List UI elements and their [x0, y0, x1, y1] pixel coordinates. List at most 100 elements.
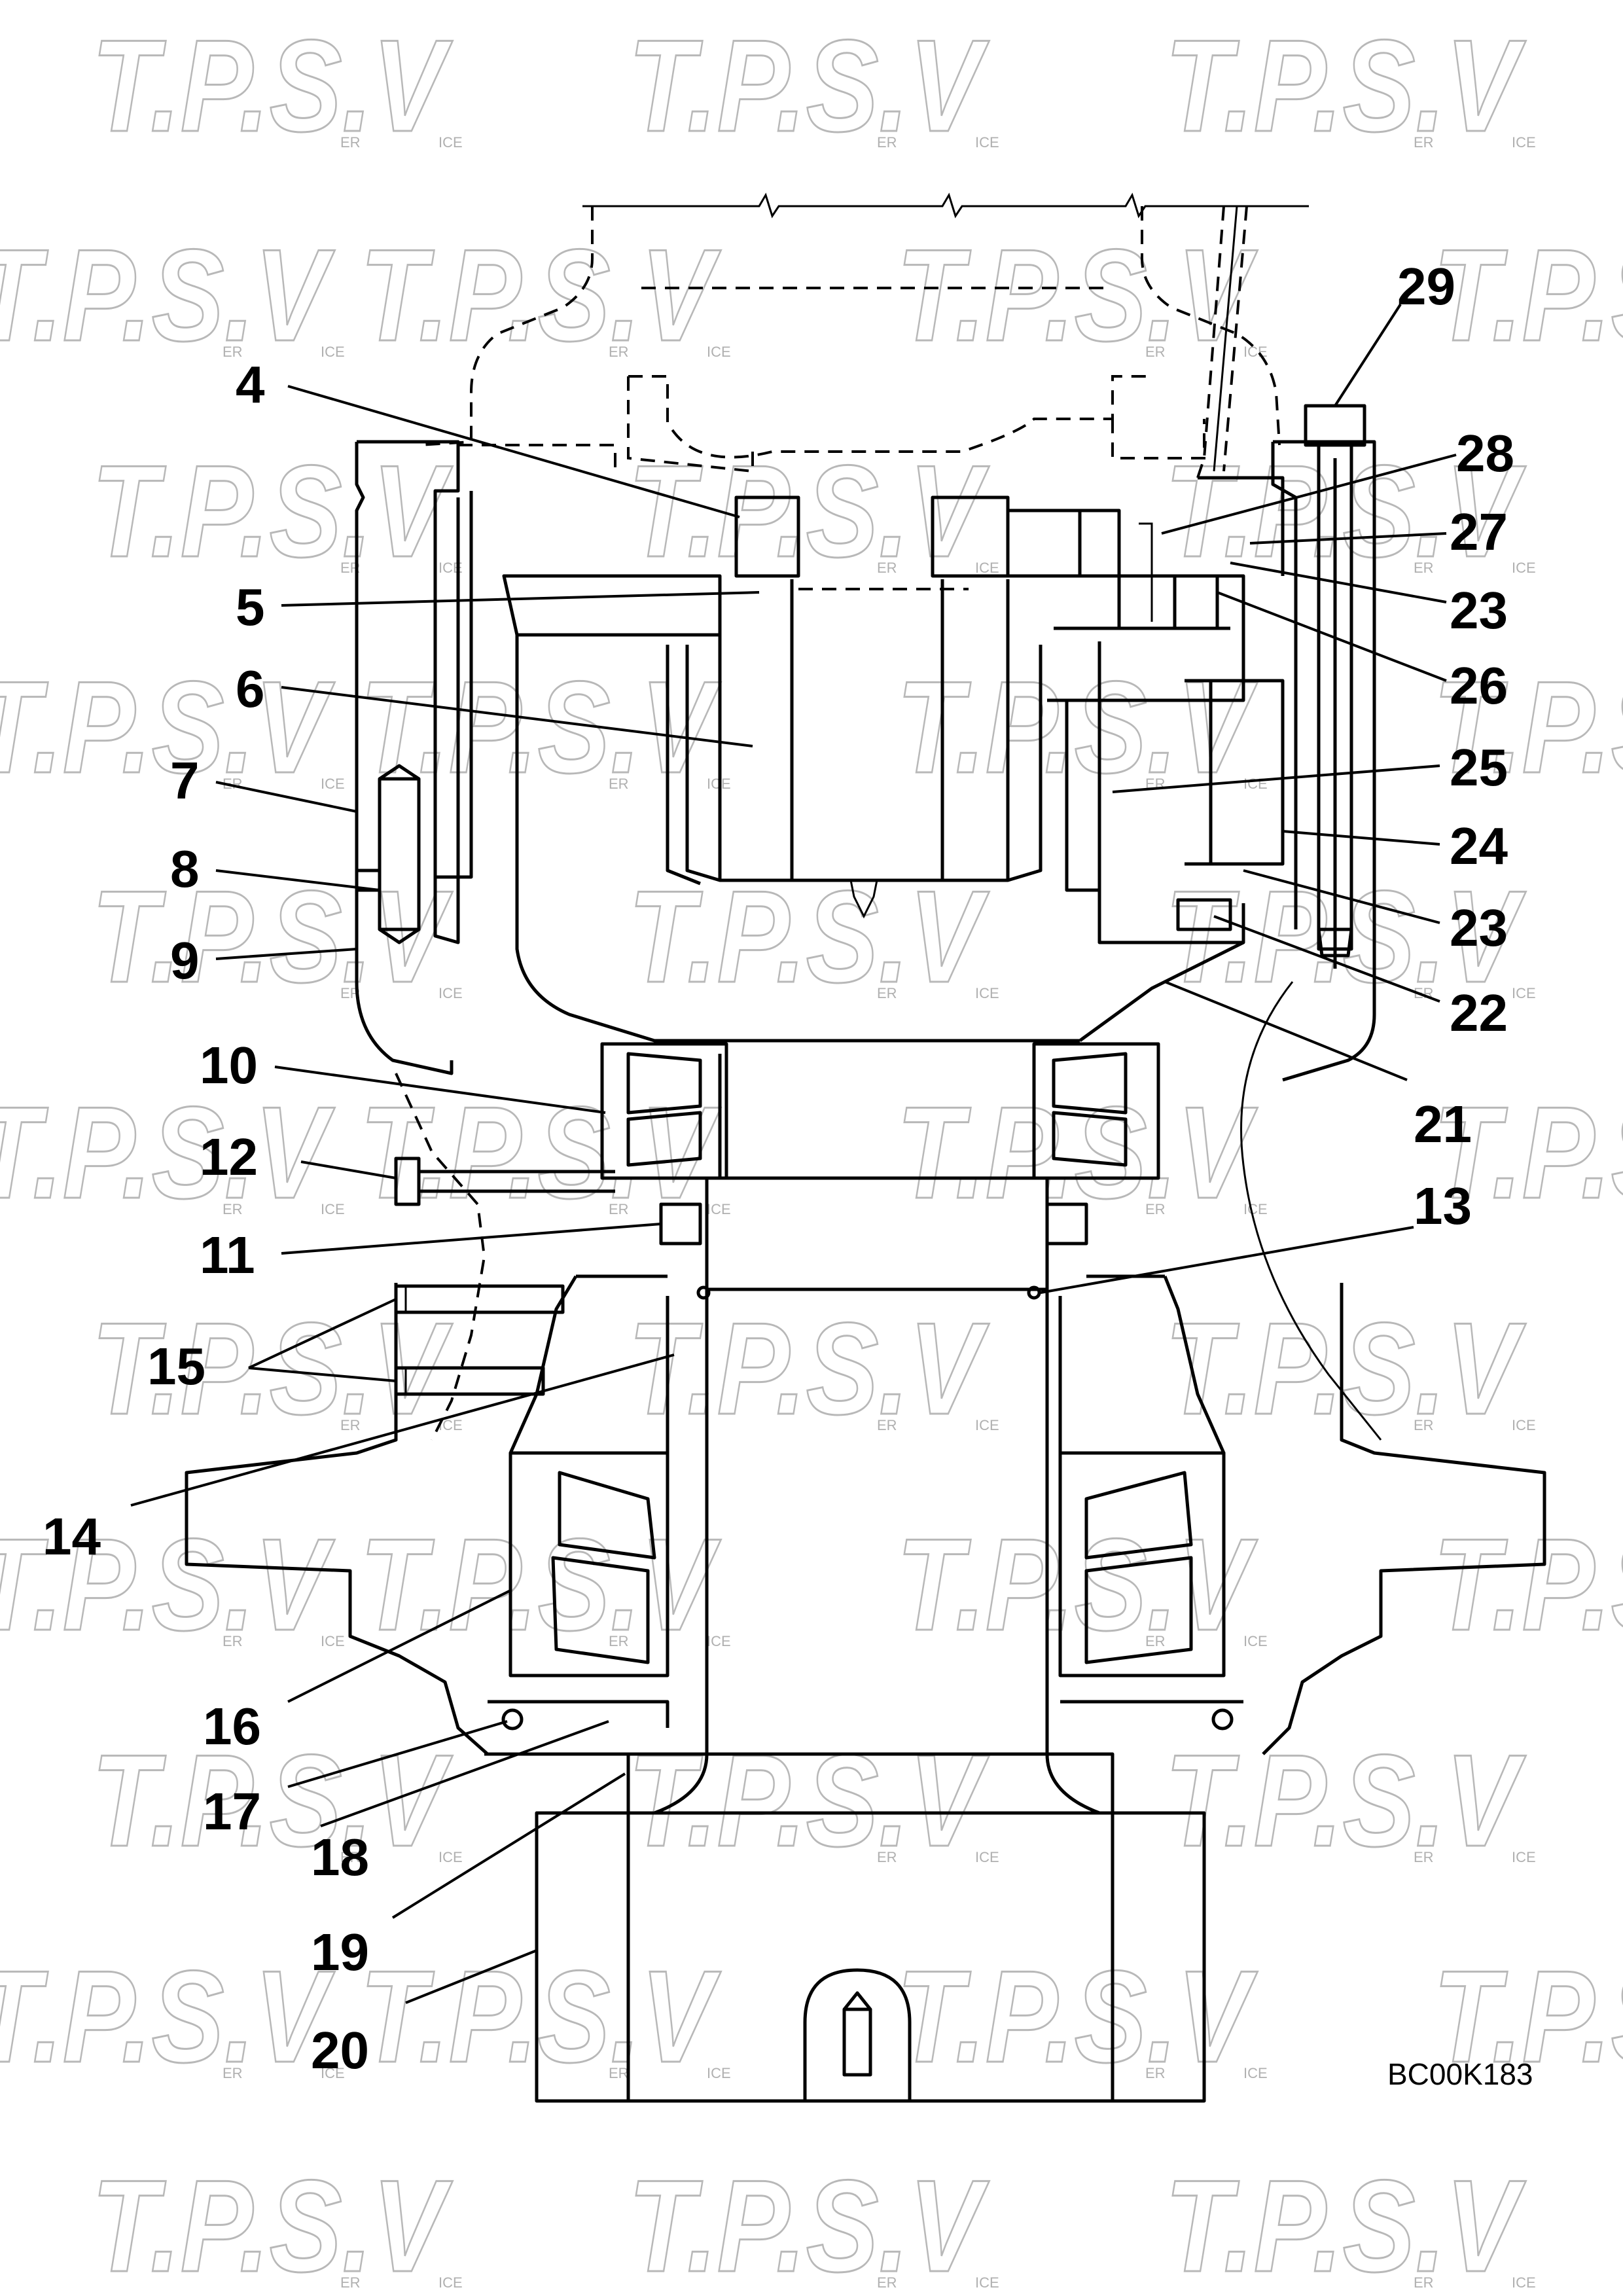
- watermark-logo: T.P.S.VER ICE: [628, 1295, 999, 1443]
- svg-text:ICE: ICE: [438, 985, 463, 1001]
- svg-text:ICE: ICE: [1512, 134, 1536, 151]
- svg-text:ICE: ICE: [321, 2065, 345, 2081]
- svg-text:T.P.S.V: T.P.S.V: [1433, 1080, 1623, 1226]
- svg-text:ICE: ICE: [975, 985, 999, 1001]
- svg-text:ICE: ICE: [707, 2065, 731, 2081]
- svg-text:T.P.S.V: T.P.S.V: [628, 864, 990, 1010]
- svg-text:ER: ER: [1414, 2274, 1434, 2291]
- callout-15: 15: [147, 1337, 205, 1395]
- svg-text:ICE: ICE: [321, 344, 345, 360]
- svg-text:T.P.S.V: T.P.S.V: [628, 1728, 990, 1874]
- callout-16: 16: [203, 1697, 261, 1755]
- watermark-logo: T.P.S.VER ICE: [628, 438, 999, 586]
- svg-text:T.P.S.V: T.P.S.V: [1165, 864, 1526, 1010]
- svg-text:ICE: ICE: [975, 1849, 999, 1865]
- drawing-code: BC00K183: [1387, 2057, 1533, 2091]
- svg-text:ICE: ICE: [1243, 2065, 1268, 2081]
- callout-9: 9: [170, 931, 200, 990]
- svg-text:T.P.S.V: T.P.S.V: [92, 864, 453, 1010]
- svg-text:T.P.S.V: T.P.S.V: [92, 1728, 453, 1874]
- callout-24: 24: [1450, 817, 1508, 875]
- svg-text:ER: ER: [877, 560, 897, 576]
- callout-26: 26: [1450, 656, 1508, 715]
- svg-text:ICE: ICE: [707, 1201, 731, 1217]
- svg-text:ER: ER: [340, 1849, 361, 1865]
- svg-text:T.P.S.V: T.P.S.V: [628, 2153, 990, 2296]
- svg-text:T.P.S.V: T.P.S.V: [1165, 1728, 1526, 1874]
- svg-text:ER: ER: [223, 1633, 243, 1649]
- svg-text:ER: ER: [340, 134, 361, 151]
- svg-text:ER: ER: [1145, 1633, 1166, 1649]
- svg-text:T.P.S.V: T.P.S.V: [0, 223, 335, 368]
- svg-text:T.P.S.V: T.P.S.V: [897, 223, 1258, 368]
- svg-text:ICE: ICE: [707, 1633, 731, 1649]
- svg-text:ICE: ICE: [975, 1417, 999, 1433]
- svg-text:ER: ER: [877, 1417, 897, 1433]
- callout-28: 28: [1456, 424, 1514, 482]
- svg-text:ER: ER: [223, 2065, 243, 2081]
- svg-text:T.P.S.V: T.P.S.V: [0, 1080, 335, 1226]
- svg-text:T.P.S.V: T.P.S.V: [0, 1512, 335, 1658]
- watermark-logo: T.P.S.VER ICE: [0, 1079, 345, 1227]
- svg-text:ER: ER: [609, 1633, 629, 1649]
- svg-text:T.P.S.V: T.P.S.V: [1433, 1944, 1623, 2090]
- svg-text:ICE: ICE: [1512, 1849, 1536, 1865]
- svg-text:ER: ER: [877, 2274, 897, 2291]
- svg-text:T.P.S.V: T.P.S.V: [628, 1296, 990, 1442]
- callout-17: 17: [203, 1782, 261, 1840]
- svg-text:ICE: ICE: [1243, 776, 1268, 792]
- svg-text:T.P.S.V: T.P.S.V: [628, 13, 990, 159]
- callout-21: 21: [1414, 1095, 1472, 1153]
- svg-text:ICE: ICE: [975, 560, 999, 576]
- svg-text:T.P.S.V: T.P.S.V: [897, 1080, 1258, 1226]
- callout-7: 7: [170, 751, 200, 810]
- svg-text:T.P.S.V: T.P.S.V: [1165, 2153, 1526, 2296]
- svg-text:T.P.S.V: T.P.S.V: [360, 1944, 721, 2090]
- callout-11: 11: [200, 1226, 255, 1284]
- callout-13: 13: [1414, 1177, 1472, 1235]
- leader-lines: [130, 303, 1457, 2004]
- svg-text:ICE: ICE: [438, 2274, 463, 2291]
- svg-text:T.P.S.V: T.P.S.V: [360, 1512, 721, 1658]
- svg-text:T.P.S.V: T.P.S.V: [1165, 13, 1526, 159]
- callout-19: 19: [311, 1923, 369, 1981]
- callout-12: 12: [200, 1128, 258, 1186]
- svg-text:ICE: ICE: [1512, 560, 1536, 576]
- svg-text:ICE: ICE: [321, 1201, 345, 1217]
- svg-text:T.P.S.V: T.P.S.V: [628, 439, 990, 584]
- callout-5: 5: [236, 578, 265, 636]
- callout-14: 14: [43, 1507, 101, 1566]
- svg-text:ICE: ICE: [975, 134, 999, 151]
- svg-text:T.P.S.V: T.P.S.V: [360, 655, 721, 800]
- svg-text:T.P.S.V: T.P.S.V: [897, 655, 1258, 800]
- svg-text:T.P.S.V: T.P.S.V: [1433, 223, 1623, 368]
- svg-text:ER: ER: [877, 134, 897, 151]
- callout-8: 8: [170, 840, 200, 898]
- svg-text:ICE: ICE: [1512, 2274, 1536, 2291]
- svg-text:ICE: ICE: [1512, 985, 1536, 1001]
- svg-text:T.P.S.V: T.P.S.V: [897, 1944, 1258, 2090]
- svg-text:ER: ER: [223, 1201, 243, 1217]
- svg-text:T.P.S.V: T.P.S.V: [0, 655, 335, 800]
- svg-text:ICE: ICE: [1243, 1633, 1268, 1649]
